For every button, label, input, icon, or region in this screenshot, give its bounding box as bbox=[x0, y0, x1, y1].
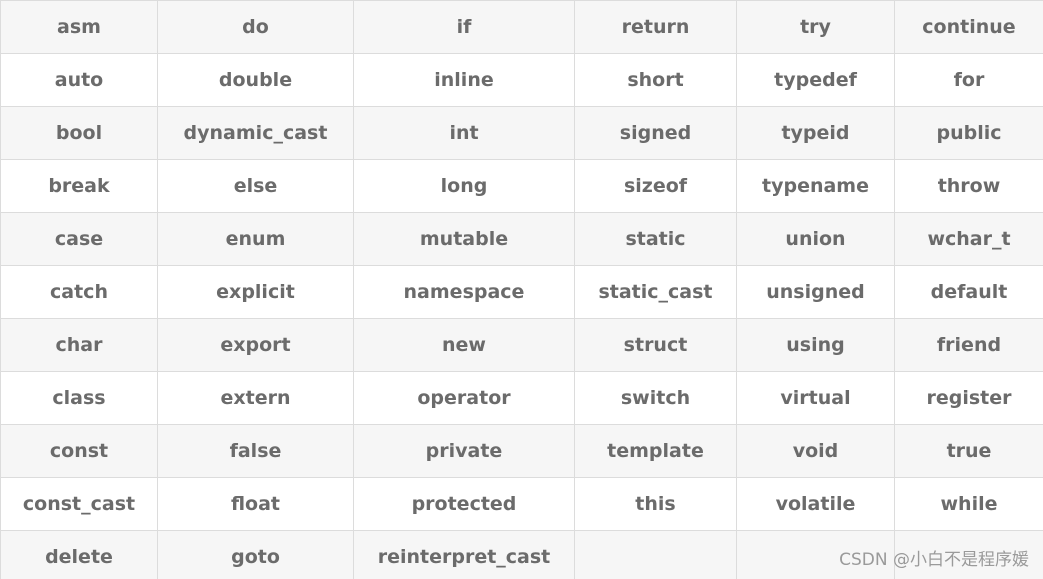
table-cell: auto bbox=[0, 53, 158, 107]
table-cell: if bbox=[353, 0, 575, 54]
table-cell: long bbox=[353, 159, 575, 213]
table-cell: unsigned bbox=[736, 265, 895, 319]
table-row: break else long sizeof typename throw bbox=[0, 159, 1043, 213]
table-cell: else bbox=[157, 159, 354, 213]
table-cell: continue bbox=[894, 0, 1043, 54]
table-cell: virtual bbox=[736, 371, 895, 425]
table-cell: switch bbox=[574, 371, 737, 425]
table-cell: char bbox=[0, 318, 158, 372]
table-cell: typeid bbox=[736, 106, 895, 160]
table-cell: sizeof bbox=[574, 159, 737, 213]
table-cell bbox=[574, 530, 737, 579]
table-cell: void bbox=[736, 424, 895, 478]
table-cell: break bbox=[0, 159, 158, 213]
table-cell: typename bbox=[736, 159, 895, 213]
table-row: bool dynamic_cast int signed typeid publ… bbox=[0, 106, 1043, 160]
table-cell: true bbox=[894, 424, 1043, 478]
table-row: const_cast float protected this volatile… bbox=[0, 477, 1043, 531]
table-cell bbox=[736, 530, 895, 579]
table-row: auto double inline short typedef for bbox=[0, 53, 1043, 107]
table-cell bbox=[894, 530, 1043, 579]
table-cell: float bbox=[157, 477, 354, 531]
table-cell: private bbox=[353, 424, 575, 478]
table-cell: mutable bbox=[353, 212, 575, 266]
table-cell: goto bbox=[157, 530, 354, 579]
table-cell: using bbox=[736, 318, 895, 372]
table-cell: explicit bbox=[157, 265, 354, 319]
table-cell: do bbox=[157, 0, 354, 54]
table-cell: class bbox=[0, 371, 158, 425]
table-cell: asm bbox=[0, 0, 158, 54]
table-cell: new bbox=[353, 318, 575, 372]
table-cell: static bbox=[574, 212, 737, 266]
csdn-watermark: CSDN @小白不是程序媛 bbox=[839, 550, 1029, 570]
table-cell: return bbox=[574, 0, 737, 54]
table-row: catch explicit namespace static_cast uns… bbox=[0, 265, 1043, 319]
table-cell: static_cast bbox=[574, 265, 737, 319]
table-cell: protected bbox=[353, 477, 575, 531]
table-cell: const bbox=[0, 424, 158, 478]
table-row: case enum mutable static union wchar_t bbox=[0, 212, 1043, 266]
table-cell: struct bbox=[574, 318, 737, 372]
table-cell: wchar_t bbox=[894, 212, 1043, 266]
table-cell: int bbox=[353, 106, 575, 160]
table-cell: inline bbox=[353, 53, 575, 107]
table-cell: default bbox=[894, 265, 1043, 319]
table-row: const false private template void true bbox=[0, 424, 1043, 478]
table-cell: signed bbox=[574, 106, 737, 160]
table-cell: reinterpret_cast bbox=[353, 530, 575, 579]
table-cell: operator bbox=[353, 371, 575, 425]
table-cell: this bbox=[574, 477, 737, 531]
table-cell: double bbox=[157, 53, 354, 107]
table-cell: typedef bbox=[736, 53, 895, 107]
table-cell: bool bbox=[0, 106, 158, 160]
table-cell: catch bbox=[0, 265, 158, 319]
table-cell: short bbox=[574, 53, 737, 107]
table-row: delete goto reinterpret_cast bbox=[0, 530, 1043, 579]
table-cell: register bbox=[894, 371, 1043, 425]
table-cell: template bbox=[574, 424, 737, 478]
table-row: class extern operator switch virtual reg… bbox=[0, 371, 1043, 425]
table-cell: public bbox=[894, 106, 1043, 160]
table-row: asm do if return try continue bbox=[0, 0, 1043, 54]
table-row: char export new struct using friend bbox=[0, 318, 1043, 372]
table-cell: while bbox=[894, 477, 1043, 531]
table-cell: volatile bbox=[736, 477, 895, 531]
table-cell: false bbox=[157, 424, 354, 478]
table-cell: dynamic_cast bbox=[157, 106, 354, 160]
table-cell: delete bbox=[0, 530, 158, 579]
table-cell: union bbox=[736, 212, 895, 266]
table-cell: const_cast bbox=[0, 477, 158, 531]
table-cell: friend bbox=[894, 318, 1043, 372]
table-cell: case bbox=[0, 212, 158, 266]
table-cell: extern bbox=[157, 371, 354, 425]
table-cell: throw bbox=[894, 159, 1043, 213]
table-cell: export bbox=[157, 318, 354, 372]
table-cell: try bbox=[736, 0, 895, 54]
table-cell: for bbox=[894, 53, 1043, 107]
table-cell: namespace bbox=[353, 265, 575, 319]
table-cell: enum bbox=[157, 212, 354, 266]
